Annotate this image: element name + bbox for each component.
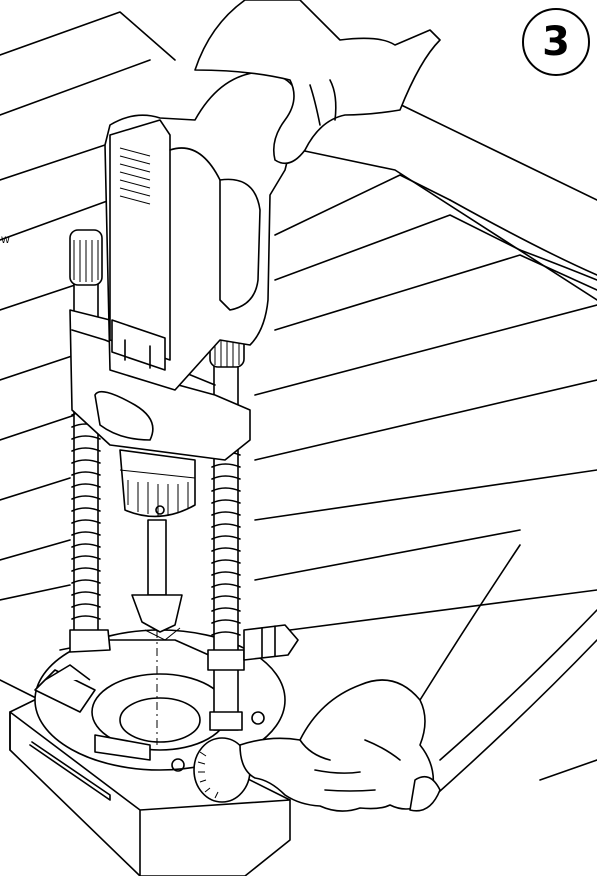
drill-chuck: [119, 449, 196, 518]
left-column: [69, 229, 111, 653]
power-drill: [104, 71, 301, 391]
right-column: [207, 311, 245, 731]
stray-mark-text: W: [1, 236, 10, 246]
bottom-hand: [239, 544, 597, 812]
top-hand: [194, 0, 441, 165]
step-number-badge: 3: [522, 8, 590, 76]
step-number: 3: [542, 19, 570, 65]
locking-lever: [243, 624, 299, 661]
drill-bit: [131, 519, 183, 745]
